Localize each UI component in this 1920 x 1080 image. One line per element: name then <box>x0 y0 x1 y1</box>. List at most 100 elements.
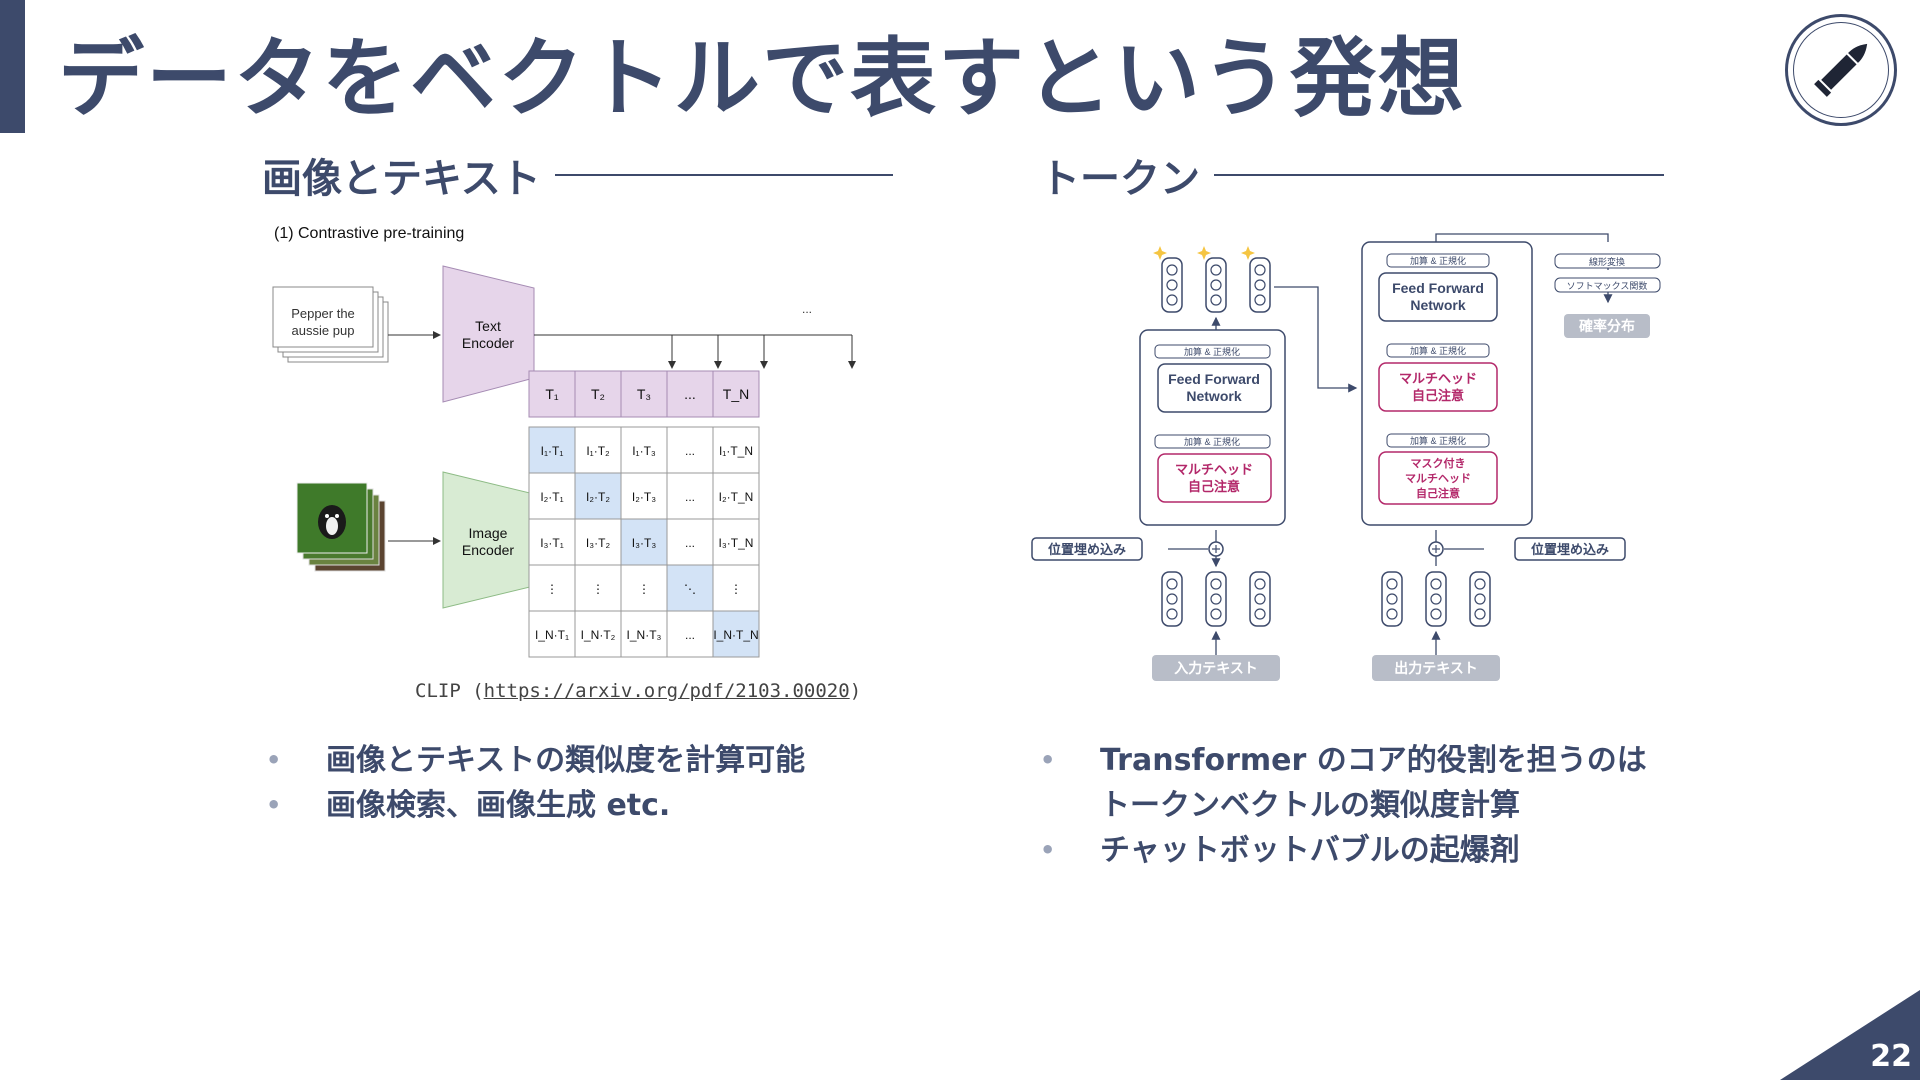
corner-triangle <box>1780 990 1920 1080</box>
right-bullet-2: チャットボットバブルの起爆剤 <box>1040 828 1647 873</box>
similarity-cell-label: ⋮ <box>638 582 650 596</box>
similarity-cell-label: I₂·T_N <box>719 490 754 504</box>
text-input-stack: Pepper the aussie pup <box>272 286 389 363</box>
similarity-cell <box>712 426 760 474</box>
text-embedding-cell <box>528 370 576 418</box>
sparkle-icon <box>1153 246 1255 260</box>
encoder-attn-label-1: マルチヘッド <box>1175 462 1253 477</box>
similarity-cell <box>666 518 714 566</box>
text-encoder-label-2: Encoder <box>462 335 514 351</box>
similarity-cell-label: I₃·T₃ <box>632 536 657 550</box>
text-embedding-label: T₃ <box>637 386 651 402</box>
text-embedding-label: T_N <box>723 386 749 402</box>
similarity-cell <box>620 472 668 520</box>
decoder-attn-label-1: マルチヘッド <box>1399 371 1477 386</box>
output-text-badge <box>1372 655 1500 681</box>
similarity-cell-label: I₁·T₃ <box>632 444 656 458</box>
masked-attn-label-2: マルチヘッド <box>1405 472 1471 485</box>
left-bullet-list: 画像とテキストの類似度を計算可能 画像検索、画像生成 etc. <box>266 738 805 828</box>
similarity-cell <box>620 610 668 658</box>
masked-attn-label-3: 自己注意 <box>1416 486 1460 500</box>
similarity-cell-label: I_N·T₃ <box>627 628 662 642</box>
encoder-ffn-block <box>1157 363 1272 413</box>
clip-citation: CLIP (https://arxiv.org/pdf/2103.00020) <box>415 680 861 702</box>
text-input-line-2: aussie pup <box>292 323 355 338</box>
encoder-add-norm-top-label: 加算 & 正規化 <box>1184 346 1240 357</box>
similarity-cell-label: ... <box>685 490 695 504</box>
similarity-cell <box>528 472 576 520</box>
linear-layer-label: 線形変換 <box>1589 256 1625 267</box>
similarity-cell-label: I₃·T_N <box>719 536 754 550</box>
decoder-add-norm-1-label: 加算 & 正規化 <box>1410 255 1466 266</box>
slide-title: データをベクトルで表すという発想 <box>58 29 1466 129</box>
encoder-positional-embedding <box>1031 537 1143 561</box>
similarity-cell <box>528 564 576 612</box>
image-encoder-label-2: Encoder <box>462 542 514 558</box>
title-accent-bar <box>0 0 25 133</box>
similarity-cell-label: I_N·T₁ <box>535 628 569 642</box>
similarity-cell <box>712 518 760 566</box>
similarity-cell <box>528 518 576 566</box>
probability-label: 確率分布 <box>1579 318 1635 334</box>
encoder-self-attention-block <box>1157 453 1272 503</box>
similarity-cell-label: I₁·T₁ <box>541 444 564 458</box>
similarity-cell-label: I₃·T₁ <box>540 536 564 550</box>
similarity-cell <box>712 610 760 658</box>
similarity-cell <box>528 426 576 474</box>
text-encoder-label-1: Text <box>475 318 501 334</box>
arxiv-link[interactable]: https://arxiv.org/pdf/2103.00020 <box>483 680 850 702</box>
output-text-label: 出力テキスト <box>1394 660 1478 676</box>
similarity-cell <box>574 426 622 474</box>
text-embedding-cell <box>712 370 760 418</box>
text-embedding-label: T₁ <box>545 386 559 402</box>
clip-diagram-title: (1) Contrastive pre-training <box>274 225 464 242</box>
decoder-pos-enc-label: 位置埋め込み <box>1531 542 1609 557</box>
decoder-ffn-label-2: Network <box>1410 297 1465 313</box>
text-embedding-cell <box>574 370 622 418</box>
encoder-add-norm-bottom-label: 加算 & 正規化 <box>1184 436 1240 447</box>
decoder-add-norm-3-label: 加算 & 正規化 <box>1410 435 1466 446</box>
encoder-attn-label-2: 自己注意 <box>1188 479 1240 494</box>
similarity-cell <box>666 472 714 520</box>
similarity-cell-label: ⋮ <box>592 582 604 596</box>
similarity-cell-label: I_N·T_N <box>713 628 758 642</box>
section-heading-image-text: 画像とテキスト <box>262 146 893 204</box>
masked-attn-label-1: マスク付き <box>1411 456 1466 470</box>
similarity-cell <box>666 564 714 612</box>
text-embedding-cell <box>666 370 714 418</box>
clip-diagram: (1) Contrastive pre-training Pepper the … <box>272 225 856 658</box>
similarity-cell <box>528 610 576 658</box>
right-bullet-1-line-1: Transformer のコア的役割を担うのは <box>1100 743 1647 778</box>
image-encoder-label-1: Image <box>469 525 508 541</box>
encoder-add-norm-bottom <box>1154 434 1271 449</box>
similarity-cell-label: ... <box>685 628 695 642</box>
similarity-cell <box>712 472 760 520</box>
dog-image-stack <box>296 482 386 572</box>
decoder-attn-label-2: 自己注意 <box>1412 388 1464 403</box>
similarity-cell-label: ⋮ <box>546 582 558 596</box>
input-text-badge <box>1152 655 1280 681</box>
heading-rule <box>554 174 893 176</box>
similarity-cell <box>666 426 714 474</box>
similarity-cell-label: ... <box>685 444 695 458</box>
encoder-pos-enc-label: 位置埋め込み <box>1048 542 1126 557</box>
similarity-cell-label: I₂·T₁ <box>540 490 563 504</box>
similarity-cell <box>620 518 668 566</box>
similarity-cell-label: I₃·T₂ <box>586 536 611 550</box>
similarity-cell-label: I₁·T₂ <box>586 444 610 458</box>
text-input-line-1: Pepper the <box>291 306 355 321</box>
text-embedding-cell <box>620 370 668 418</box>
similarity-cell-label: I₂·T₃ <box>632 490 656 504</box>
softmax-layer-label: ソフトマックス関数 <box>1567 280 1648 291</box>
decoder-ffn-block <box>1378 272 1498 322</box>
left-bullet-1: 画像とテキストの類似度を計算可能 <box>266 738 805 783</box>
decoder-add-norm-2 <box>1386 343 1490 358</box>
decoder-add-norm-3 <box>1386 433 1490 448</box>
input-text-label: 入力テキスト <box>1174 660 1258 676</box>
citation-prefix: CLIP ( <box>415 680 484 702</box>
softmax-layer <box>1554 277 1661 293</box>
